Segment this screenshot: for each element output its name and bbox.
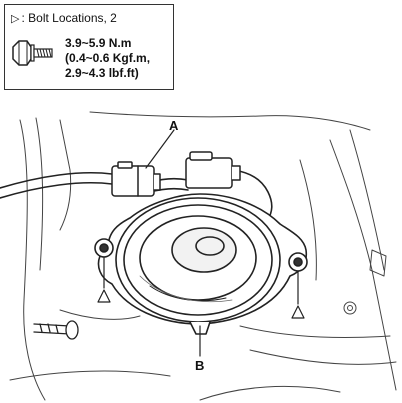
callout-b: B — [195, 358, 205, 373]
torque-nm: 3.9~5.9 N.m — [65, 36, 132, 50]
torque-spec: 3.9~5.9 N.m (0.4~0.6 Kgf.m, 2.9~4.3 lbf.… — [65, 36, 150, 81]
speaker-installation-diagram — [0, 111, 397, 401]
bolt-icon — [12, 40, 53, 66]
speaker — [94, 193, 308, 335]
bolt-location-triangle-icon: ▷ — [11, 13, 20, 25]
bolt-location-triangle-icon — [97, 256, 305, 319]
legend-title-text: : Bolt Locations, 2 — [21, 11, 117, 25]
torque-legend: ▷: Bolt Locations, 2 3.9~5.9 N.m (0.4~0.… — [4, 4, 174, 90]
torque-kgfm: (0.4~0.6 Kgf.m, — [65, 51, 151, 65]
body-panel — [9, 111, 397, 401]
callout-a: A — [169, 118, 179, 133]
screw — [33, 320, 79, 340]
leader-lines — [145, 129, 201, 357]
connector-a — [111, 161, 161, 197]
speaker-connector — [185, 151, 241, 189]
legend-title: ▷: Bolt Locations, 2 — [11, 11, 117, 26]
torque-lbfft: 2.9~4.3 lbf.ft) — [65, 66, 139, 80]
